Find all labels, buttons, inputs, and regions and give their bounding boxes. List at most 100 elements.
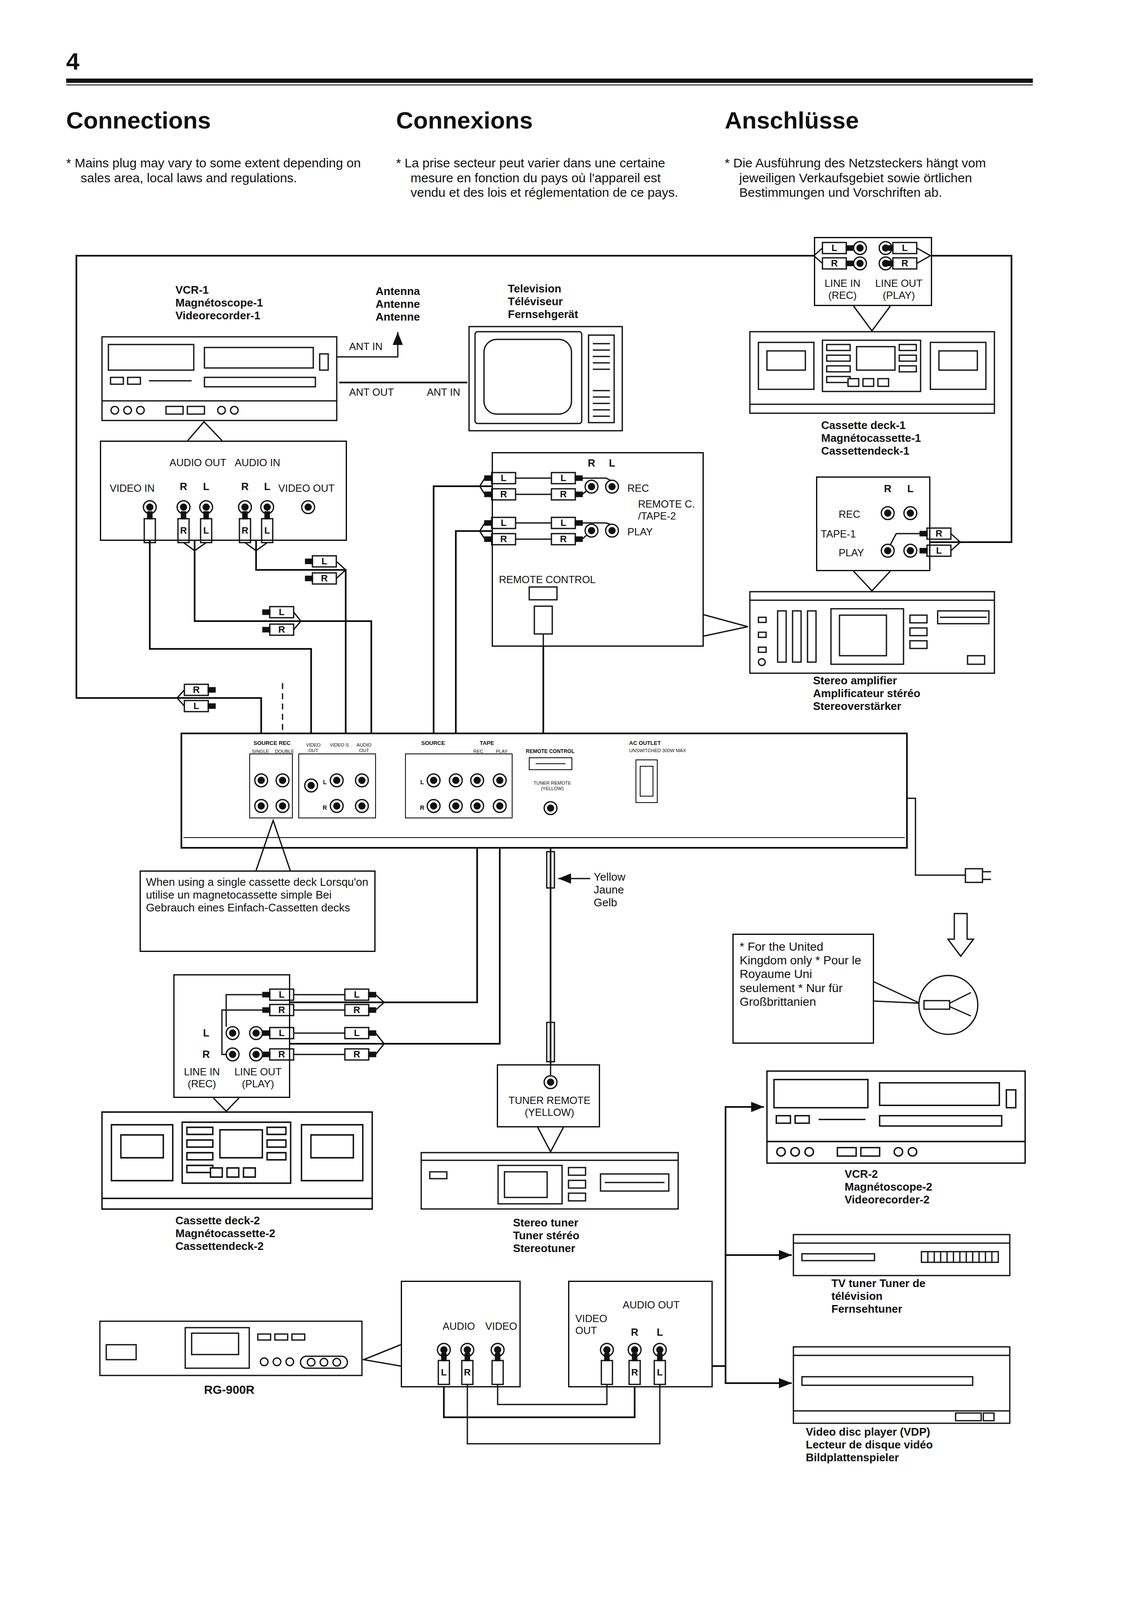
wires [177, 247, 966, 1444]
drawing-part [177, 561, 346, 706]
jack-letter: R [241, 524, 249, 536]
node-text: LINE OUT (PLAY) [868, 277, 929, 301]
node-text: TUNER REMOTE (YELLOW) [502, 1094, 597, 1118]
node-text: REMOTE C. /TAPE-2 [638, 498, 700, 522]
drawing-part [330, 773, 344, 787]
jack-letter: L [500, 517, 507, 528]
node-text: VIDEO IN [109, 482, 155, 495]
node-text: Cassette deck-1 Magnétocassette-1 Casset… [821, 419, 941, 458]
jack-letter: R [278, 1004, 286, 1015]
drawing-part [330, 799, 344, 813]
jack-panel: RECREMOTE C. /TAPE-2PLAYREMOTE CONTROL [491, 451, 704, 647]
node-text: R [419, 804, 425, 811]
jack-letter: R [901, 257, 909, 269]
page-title: Connections [66, 106, 211, 135]
rear-panel-details [183, 753, 905, 838]
jack-letter: L [440, 1366, 447, 1378]
node-text: VCR-2 Magnétoscope-2 Videorecorder-2 [844, 1167, 948, 1207]
node-text: AUDIO OUT [169, 456, 227, 469]
drawing-part [550, 1063, 552, 1076]
drawing-part [256, 820, 291, 871]
rear-panel: SOURCE RECSINGLEDOUBLEVIDEO OUTVIDEO SAU… [180, 732, 908, 849]
jack-letter: R [353, 1004, 361, 1015]
drawing-part [226, 1047, 240, 1061]
cable-connector [930, 255, 1012, 543]
jack-letter: 4 [66, 47, 80, 76]
jack-letter: L [193, 700, 199, 712]
drawing-part [529, 757, 572, 770]
jack-letter: R [500, 533, 508, 545]
drawing-part [551, 533, 583, 545]
node-text: SOURCE [421, 740, 446, 747]
annotation: Connexions [396, 106, 533, 135]
drawing-part [66, 84, 1033, 86]
annotation: ANT IN [426, 386, 461, 399]
node-text: VIDEO OUT [278, 482, 335, 495]
jack-letter: L [656, 1366, 663, 1378]
drawing-part [822, 242, 854, 254]
node-text: VIDEO OUT [575, 1312, 616, 1336]
drawing-part [853, 256, 867, 270]
drawing-part [405, 753, 513, 818]
drawing-part [537, 1127, 564, 1152]
drawing-part [184, 700, 216, 712]
annotation: Antenna Antenne Antenne [375, 285, 434, 324]
drawing-part [544, 1075, 557, 1089]
drawing-part [605, 480, 619, 493]
jack-letter: R [320, 572, 328, 584]
tv-tuner-device: TV tuner Tuner de télévision Fernsehtune… [791, 1229, 1014, 1319]
devices [99, 326, 1026, 1423]
drawing-part [629, 1353, 641, 1385]
jack-letter: L [907, 482, 914, 495]
node-text: SOURCE REC [253, 740, 291, 747]
node-text: AUDIO [442, 1320, 476, 1333]
uk-plug-detail [918, 868, 992, 1035]
drawing-part [66, 78, 1033, 83]
drawing-part [766, 1070, 1026, 1164]
cable-connector [712, 1106, 764, 1366]
drawing-part [479, 478, 485, 540]
jack-letter: L [264, 480, 271, 493]
main-unit-front: RG-900R [98, 1318, 365, 1405]
jack-letter: L [656, 1326, 664, 1338]
node-text: DOUBLE [274, 748, 295, 755]
drawing-part [301, 500, 315, 514]
drawing-part [484, 472, 516, 484]
tuner-device: Stereo tuner Tuner stéréo Stereotuner [418, 1148, 681, 1260]
drawing-part [102, 336, 337, 421]
drawing-part [375, 994, 385, 1055]
node-text: REC [473, 748, 484, 755]
drawing-part [484, 533, 516, 545]
cable-connector [76, 255, 814, 733]
drawing-part [344, 988, 376, 1000]
drawing-part [226, 1026, 240, 1040]
node-text: LINE IN (REC) [818, 277, 867, 301]
drawing-part [144, 511, 156, 543]
drawing-part [551, 488, 583, 500]
drawing-part [853, 306, 891, 331]
cable-connector [256, 540, 346, 733]
drawing-part [793, 1234, 1010, 1276]
jack-letter: R [935, 527, 943, 539]
jack-letter: R [192, 684, 200, 695]
cassette-deck-device: Cassette deck-2 Magnétocassette-2 Casset… [100, 1109, 374, 1260]
drawing-part [298, 753, 376, 818]
drawing-part [344, 1027, 376, 1039]
drawing-part [249, 753, 293, 818]
cable-connector [712, 1254, 792, 1366]
node-text: Television Téléviseur Fernsehgerät [507, 282, 598, 321]
drawing-part [344, 1048, 376, 1060]
jack-letter: R [463, 1366, 471, 1378]
drawing-part [920, 527, 951, 540]
jack-letter: R [241, 480, 249, 493]
drawing-part [947, 913, 974, 957]
drawing-part [239, 511, 251, 543]
jack-letter: L [203, 524, 209, 536]
drawing-part [601, 1353, 613, 1385]
drawing-part [470, 799, 484, 813]
drawing-part [551, 517, 583, 529]
drawing-part [304, 778, 318, 792]
drawing-part [640, 766, 653, 796]
drawing-part [793, 1346, 1010, 1423]
